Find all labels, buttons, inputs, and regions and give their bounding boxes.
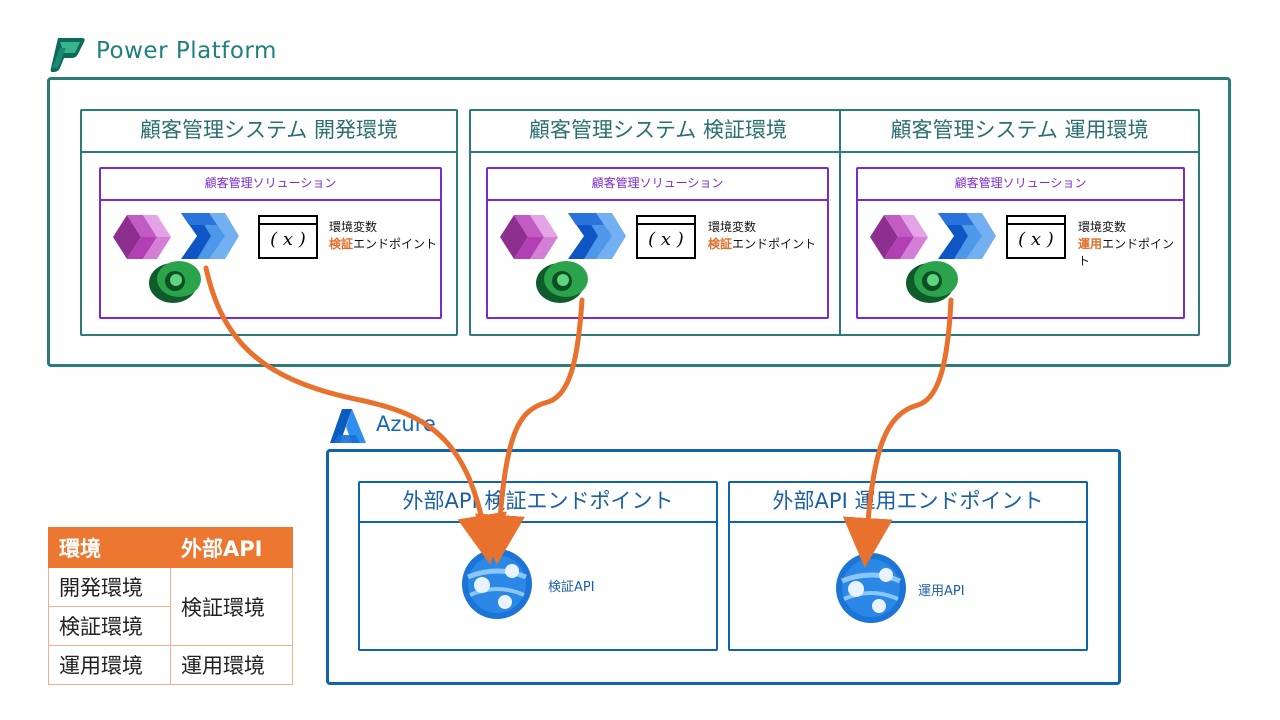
environment-variable-icon: ( x ): [636, 215, 696, 259]
environment-staging: 顧客管理システム 検証環境 顧客管理ソリューション ( x ) 環境変数 検証エ…: [469, 109, 847, 336]
power-apps-icon: [500, 215, 558, 259]
table-cell-env: 運用環境: [48, 645, 171, 685]
dataverse-icon: [536, 261, 588, 303]
environment-variable-icon: ( x ): [1006, 215, 1066, 259]
power-platform-frame: [47, 77, 1231, 367]
dataverse-icon: [906, 261, 958, 303]
table-header-api: 外部API: [170, 527, 293, 568]
table-cell-env: 開発環境: [48, 567, 171, 607]
solution-title: 顧客管理ソリューション: [488, 169, 827, 201]
solution-title: 顧客管理ソリューション: [101, 169, 440, 201]
arrow-staging-to-staging-api: [475, 297, 585, 565]
environment-title: 顧客管理システム 開発環境: [82, 111, 456, 153]
mapping-table: 環境 外部API 開発環境 検証環境 検証環境 運用環境 運用環境: [48, 527, 293, 685]
environment-title: 顧客管理システム 運用環境: [841, 111, 1198, 153]
environment-variable-label: 環境変数 検証エンドポイント: [329, 220, 438, 251]
endpoint-title: 外部API 運用エンドポイント: [730, 483, 1086, 523]
environment-title: 顧客管理システム 検証環境: [471, 111, 845, 153]
solution-box: 顧客管理ソリューション ( x ) 環境変数 検証エンドポイント: [486, 167, 829, 319]
power-automate-icon: [938, 213, 996, 259]
app-service-icon: [836, 553, 906, 623]
api-label: 運用API: [918, 584, 965, 599]
power-automate-icon: [568, 213, 626, 259]
environment-variable-label: 環境変数 運用エンドポイント: [1078, 220, 1175, 268]
azure-logo-icon: [330, 409, 366, 443]
power-apps-icon: [870, 215, 928, 259]
endpoint-title: 外部API 検証エンドポイント: [360, 483, 716, 523]
power-platform-logo-icon: [50, 38, 85, 72]
arrow-production-to-production-api: [842, 297, 954, 568]
solution-box: 顧客管理ソリューション ( x ) 環境変数 運用エンドポイント: [856, 167, 1185, 319]
table-header-env: 環境: [48, 527, 171, 568]
solution-box: 顧客管理ソリューション ( x ) 環境変数 検証エンドポイント: [99, 167, 442, 319]
table-cell-api-merged: 検証環境: [170, 567, 293, 646]
environment-dev: 顧客管理システム 開発環境 顧客管理ソリューション ( x ) 環境変数 検証エ…: [80, 109, 458, 336]
azure-frame: [326, 449, 1121, 685]
endpoint-staging: 外部API 検証エンドポイント 検証API: [358, 481, 718, 651]
table-cell-api: 運用環境: [170, 645, 293, 685]
power-platform-title: Power Platform: [96, 38, 277, 64]
api-label: 検証API: [548, 580, 595, 595]
power-automate-icon: [181, 213, 239, 259]
arrow-dev-to-staging-api: [203, 265, 507, 565]
environment-variable-label: 環境変数 検証エンドポイント: [708, 220, 817, 251]
endpoint-production: 外部API 運用エンドポイント 運用API: [728, 481, 1088, 651]
power-apps-icon: [113, 215, 171, 259]
dataverse-icon: [149, 261, 201, 303]
table-cell-env: 検証環境: [48, 606, 171, 646]
environment-variable-icon: ( x ): [258, 215, 318, 259]
environment-production: 顧客管理システム 運用環境 顧客管理ソリューション ( x ) 環境変数 運用エ…: [839, 109, 1200, 336]
solution-title: 顧客管理ソリューション: [858, 169, 1183, 201]
app-service-icon: [462, 549, 532, 619]
